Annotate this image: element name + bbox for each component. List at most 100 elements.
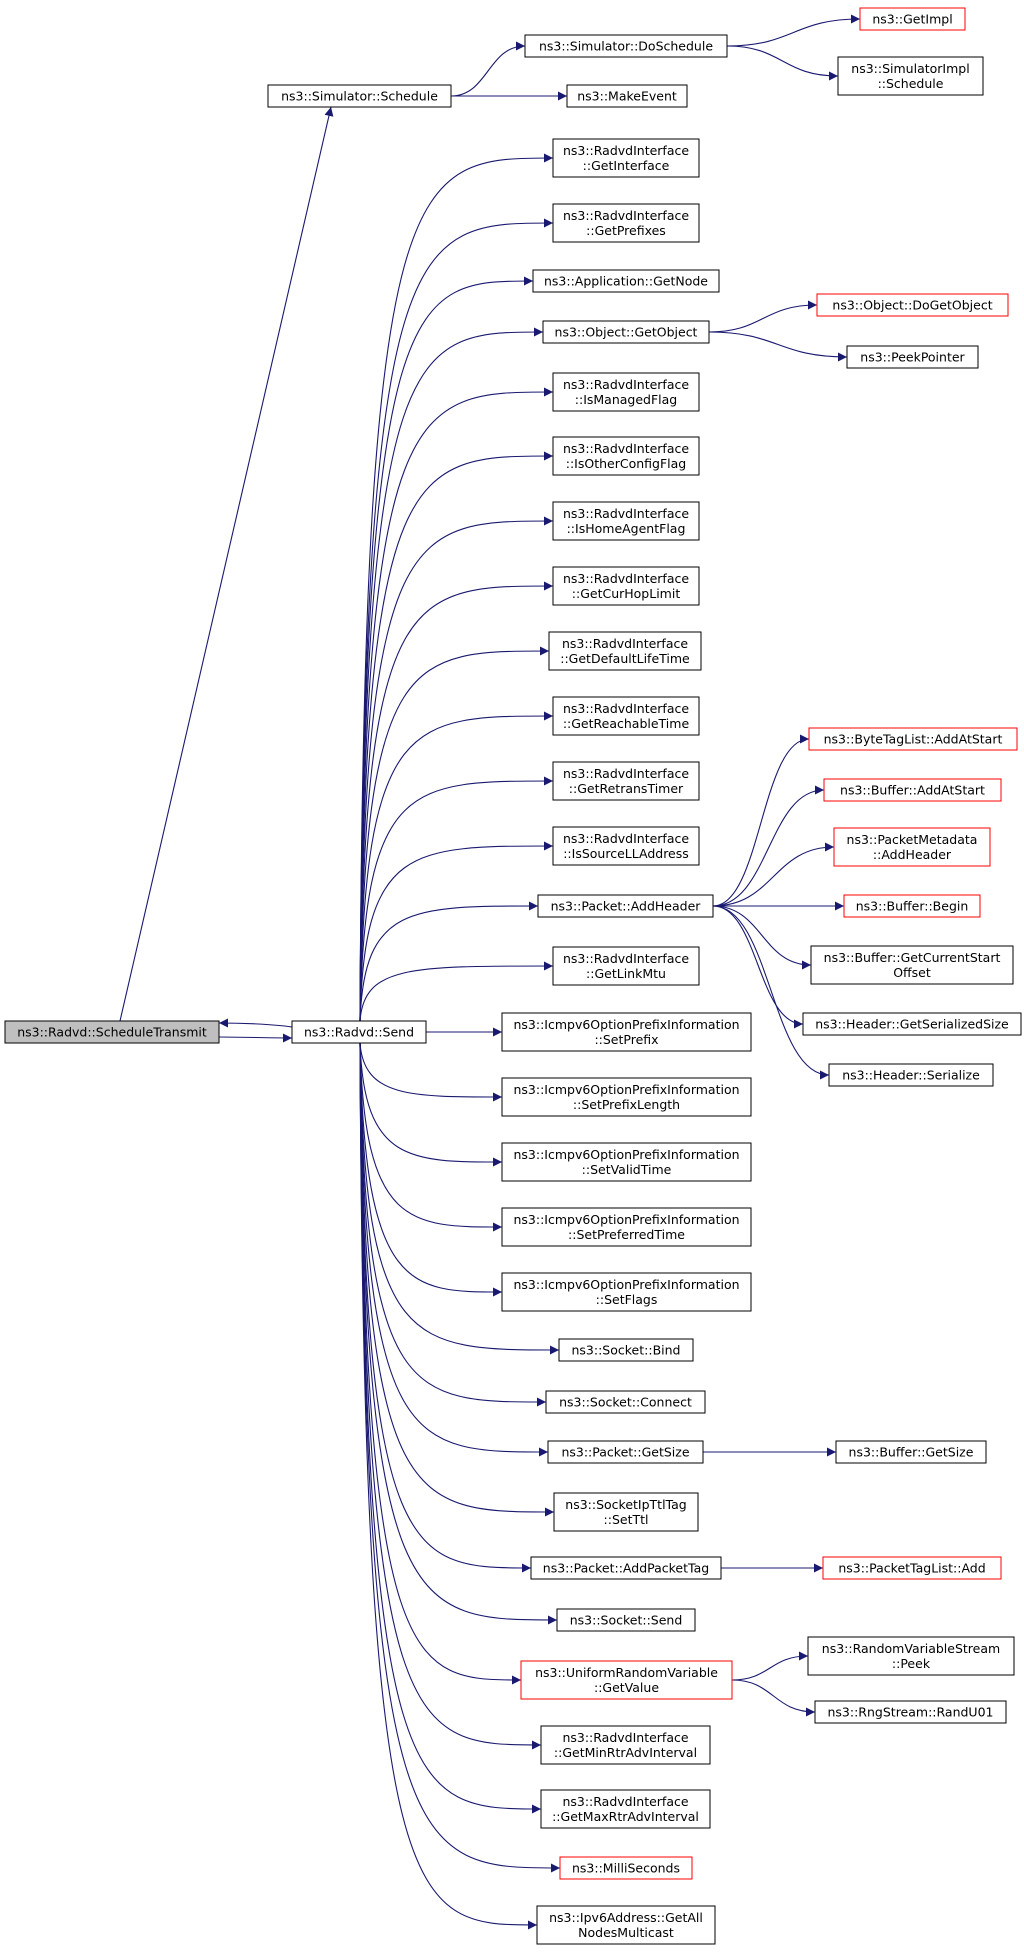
node-get_curhoplimit[interactable]: ns3::RadvdInterface::GetCurHopLimit [552,566,700,606]
node-box[interactable] [566,84,688,108]
node-box[interactable] [558,1338,694,1362]
node-box[interactable] [552,761,700,801]
node-box[interactable] [520,1660,733,1700]
node-box[interactable] [859,7,966,31]
node-box[interactable] [552,501,700,541]
node-peekpointer[interactable]: ns3::PeekPointer [846,345,979,369]
node-get_minrtradvinterval[interactable]: ns3::RadvdInterface::GetMinRtrAdvInterva… [540,1725,711,1765]
node-buffer_addatstart[interactable]: ns3::Buffer::AddAtStart [823,778,1002,802]
node-box[interactable] [816,293,1009,317]
node-box[interactable] [4,1020,220,1044]
node-socket_connect[interactable]: ns3::Socket::Connect [545,1390,706,1414]
node-packettaglist_add[interactable]: ns3::PacketTagList::Add [822,1556,1002,1580]
node-icmp_setvalidtime[interactable]: ns3::Icmpv6OptionPrefixInformation::SetV… [501,1142,752,1182]
node-packet_getsize[interactable]: ns3::Packet::GetSize [547,1440,704,1464]
node-rngstream_randu01[interactable]: ns3::RngStream::RandU01 [814,1700,1007,1724]
node-bytetaglist_addatstart[interactable]: ns3::ByteTagList::AddAtStart [808,727,1018,751]
node-box[interactable] [808,727,1018,751]
node-icmp_setprefixlength[interactable]: ns3::Icmpv6OptionPrefixInformation::SetP… [501,1077,752,1117]
node-box[interactable] [552,946,700,986]
node-rvs_peek[interactable]: ns3::RandomVariableStream::Peek [807,1636,1015,1676]
node-getimpl[interactable]: ns3::GetImpl [859,7,966,31]
node-packetmetadata_addheader[interactable]: ns3::PacketMetadata::AddHeader [833,827,991,867]
node-box[interactable] [536,1905,716,1945]
node-simimpl_schedule[interactable]: ns3::SimulatorImpl::Schedule [837,56,984,96]
node-is_sourcelladdress[interactable]: ns3::RadvdInterface::IsSourceLLAddress [552,826,700,866]
node-socketipttltag_setttl[interactable]: ns3::SocketIpTtlTag::SetTtl [553,1492,699,1532]
node-box[interactable] [552,696,700,736]
node-icmp_setflags[interactable]: ns3::Icmpv6OptionPrefixInformation::SetF… [501,1272,752,1312]
node-get_prefixes[interactable]: ns3::RadvdInterface::GetPrefixes [552,203,700,243]
node-buffer_getsize[interactable]: ns3::Buffer::GetSize [835,1440,987,1464]
node-box[interactable] [835,1440,987,1464]
node-icmp_setpreferredtime[interactable]: ns3::Icmpv6OptionPrefixInformation::SetP… [501,1207,752,1247]
node-box[interactable] [501,1207,752,1247]
node-sim_schedule[interactable]: ns3::Simulator::Schedule [267,84,452,108]
node-box[interactable] [545,1390,706,1414]
node-box[interactable] [530,1556,722,1580]
node-obj_dogetobject[interactable]: ns3::Object::DoGetObject [816,293,1009,317]
node-icmp_setprefix[interactable]: ns3::Icmpv6OptionPrefixInformation::SetP… [501,1012,752,1052]
node-box[interactable] [837,56,984,96]
node-box[interactable] [524,34,728,58]
node-box[interactable] [501,1012,752,1052]
node-box[interactable] [553,1492,699,1532]
node-socket_bind[interactable]: ns3::Socket::Bind [558,1338,694,1362]
node-box[interactable] [291,1020,427,1044]
node-box[interactable] [547,1440,704,1464]
node-get_retranstimer[interactable]: ns3::RadvdInterface::GetRetransTimer [552,761,700,801]
node-makeevent[interactable]: ns3::MakeEvent [566,84,688,108]
node-box[interactable] [552,203,700,243]
node-get_defaultlifetime[interactable]: ns3::RadvdInterface::GetDefaultLifeTime [548,631,702,671]
node-send[interactable]: ns3::Radvd::Send [291,1020,427,1044]
node-box[interactable] [559,1856,693,1880]
node-box[interactable] [552,566,700,606]
node-box[interactable] [532,269,720,293]
node-get_interface[interactable]: ns3::RadvdInterface::GetInterface [552,138,700,178]
node-packet_addpackettag[interactable]: ns3::Packet::AddPacketTag [530,1556,722,1580]
node-box[interactable] [802,1012,1022,1036]
node-box[interactable] [846,345,979,369]
node-milliseconds[interactable]: ns3::MilliSeconds [559,1856,693,1880]
node-app_getnode[interactable]: ns3::Application::GetNode [532,269,720,293]
node-box[interactable] [833,827,991,867]
node-box[interactable] [552,436,700,476]
node-box[interactable] [810,945,1014,985]
node-box[interactable] [552,826,700,866]
node-is_managed[interactable]: ns3::RadvdInterface::IsManagedFlag [552,372,700,412]
node-schedule_transmit[interactable]: ns3::Radvd::ScheduleTransmit [4,1020,220,1044]
node-box[interactable] [501,1142,752,1182]
node-box[interactable] [552,138,700,178]
node-box[interactable] [267,84,452,108]
node-header_serialize[interactable]: ns3::Header::Serialize [828,1063,994,1087]
node-get_maxrtradvinterval[interactable]: ns3::RadvdInterface::GetMaxRtrAdvInterva… [540,1789,711,1829]
node-box[interactable] [807,1636,1015,1676]
node-obj_getobject[interactable]: ns3::Object::GetObject [542,320,710,344]
node-box[interactable] [542,320,710,344]
node-is_otherconfig[interactable]: ns3::RadvdInterface::IsOtherConfigFlag [552,436,700,476]
node-box[interactable] [823,778,1002,802]
node-box[interactable] [501,1077,752,1117]
node-box[interactable] [548,631,702,671]
node-box[interactable] [828,1063,994,1087]
node-box[interactable] [537,894,714,918]
node-box[interactable] [822,1556,1002,1580]
node-get_reachabletime[interactable]: ns3::RadvdInterface::GetReachableTime [552,696,700,736]
node-uniform_getvalue[interactable]: ns3::UniformRandomVariable::GetValue [520,1660,733,1700]
node-box[interactable] [540,1789,711,1829]
node-buffer_begin[interactable]: ns3::Buffer::Begin [843,894,981,918]
node-box[interactable] [552,372,700,412]
node-socket_send[interactable]: ns3::Socket::Send [556,1608,696,1632]
node-box[interactable] [814,1700,1007,1724]
node-box[interactable] [540,1725,711,1765]
node-box[interactable] [501,1272,752,1312]
node-get_linkmtu[interactable]: ns3::RadvdInterface::GetLinkMtu [552,946,700,986]
node-sim_doschedule[interactable]: ns3::Simulator::DoSchedule [524,34,728,58]
node-box[interactable] [556,1608,696,1632]
node-is_homeagent[interactable]: ns3::RadvdInterface::IsHomeAgentFlag [552,501,700,541]
node-packet_addheader[interactable]: ns3::Packet::AddHeader [537,894,714,918]
node-box[interactable] [843,894,981,918]
node-header_getserializedsize[interactable]: ns3::Header::GetSerializedSize [802,1012,1022,1036]
